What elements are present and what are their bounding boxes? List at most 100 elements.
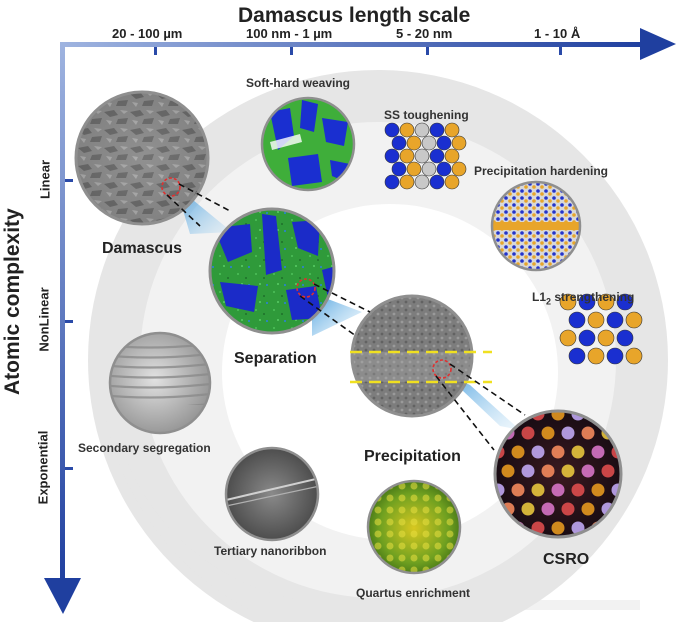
csro-blob (541, 464, 555, 478)
atom (414, 174, 430, 190)
damascus-image (74, 90, 210, 226)
atom (444, 148, 460, 164)
atom (568, 347, 586, 365)
atom (421, 135, 437, 151)
atom (444, 174, 460, 190)
csro-blob (581, 464, 595, 478)
atom (391, 135, 407, 151)
tertiary-nanoribbon-image (224, 446, 320, 542)
axes (44, 28, 676, 614)
y-tick-3: Exponential (35, 430, 51, 505)
atom (384, 122, 400, 138)
label-separation: Separation (234, 350, 317, 367)
label-quartus-enrichment: Quartus enrichment (356, 586, 471, 600)
y-tick-2: NonLinear (36, 287, 52, 352)
atom (414, 122, 430, 138)
soft-hard-image (260, 96, 356, 192)
label-tertiary-nanoribbon: Tertiary nanoribbon (214, 544, 327, 558)
atom (399, 174, 415, 190)
atom (559, 293, 577, 311)
csro-blob (591, 483, 605, 497)
y-tick-1: Linear (37, 160, 53, 200)
csro-blob (551, 411, 565, 421)
csro-blob (531, 483, 545, 497)
l12-model (559, 293, 643, 365)
atom (568, 311, 586, 329)
atom (429, 122, 445, 138)
csro-blob (521, 502, 535, 516)
csro-image (493, 409, 623, 539)
csro-blob (581, 502, 595, 516)
atom (384, 174, 400, 190)
atom (597, 329, 615, 347)
csro-blob (581, 426, 595, 440)
atom (406, 161, 422, 177)
csro-blob (551, 483, 565, 497)
atom (406, 135, 422, 151)
atom (414, 148, 430, 164)
x-axis-title: Damascus length scale (238, 4, 471, 27)
quartus-enrichment-image (366, 479, 462, 575)
label-soft-hard-weaving: Soft-hard weaving (246, 76, 351, 90)
y-axis-title: Atomic complexity (1, 208, 24, 395)
atom (436, 135, 452, 151)
atom (587, 311, 605, 329)
atom (429, 148, 445, 164)
precipitation-hardening-image (490, 180, 582, 272)
csro-blob (541, 502, 555, 516)
csro-blob (571, 483, 585, 497)
label-l12-strengthening: L12 strengthening (532, 290, 635, 307)
label-csro: CSRO (543, 551, 590, 568)
csro-blob (551, 521, 565, 535)
atom (578, 293, 596, 311)
atom (587, 347, 605, 365)
atom (421, 161, 437, 177)
atom (597, 293, 615, 311)
secondary-segregation-image (108, 331, 212, 435)
zoom-connectors (166, 183, 526, 451)
separation-image (208, 207, 336, 335)
atom (399, 148, 415, 164)
csro-blob (561, 464, 575, 478)
atom (391, 161, 407, 177)
label-precipitation: Precipitation (364, 448, 461, 465)
csro-blob (511, 445, 525, 459)
atom (436, 161, 452, 177)
atom (625, 347, 643, 365)
csro-blob (521, 426, 535, 440)
atom (616, 329, 634, 347)
atom (559, 329, 577, 347)
csro-blob (601, 464, 615, 478)
atom (399, 122, 415, 138)
x-tick-4: 1 - 10 Å (534, 26, 581, 41)
label-secondary-segregation: Secondary segregation (78, 441, 211, 455)
csro-blob (571, 445, 585, 459)
csro-blob (531, 445, 545, 459)
atom (451, 135, 467, 151)
label-precipitation-hardening: Precipitation hardening (474, 164, 609, 178)
atom (451, 161, 467, 177)
atom (384, 148, 400, 164)
atom (606, 311, 624, 329)
x-tick-2: 100 nm - 1 µm (246, 26, 333, 41)
csro-blob (551, 445, 565, 459)
csro-blob (511, 483, 525, 497)
csro-blob (591, 445, 605, 459)
csro-blob (501, 464, 515, 478)
atom (625, 311, 643, 329)
atom (616, 293, 634, 311)
x-tick-3: 5 - 20 nm (396, 26, 453, 41)
atom (429, 174, 445, 190)
atom (606, 347, 624, 365)
csro-blob (561, 426, 575, 440)
ss-toughening-model (384, 122, 467, 190)
label-damascus: Damascus (102, 240, 183, 257)
csro-blob (521, 464, 535, 478)
x-tick-1: 20 - 100 µm (112, 26, 183, 41)
atom (578, 329, 596, 347)
label-ss-toughening: SS toughening (384, 108, 469, 122)
csro-blob (561, 502, 575, 516)
atom (444, 122, 460, 138)
